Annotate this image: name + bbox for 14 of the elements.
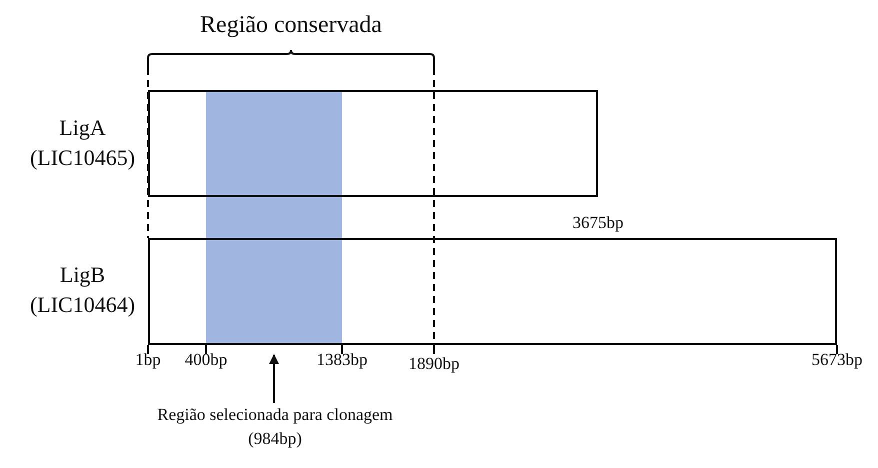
position-label: 3675bp (572, 213, 624, 233)
position-label: 1383bp (316, 350, 368, 370)
region-title: Região conservada (200, 12, 382, 39)
gene-bar (148, 90, 598, 197)
region-caption: Região selecionada para clonagem (984bp) (150, 403, 400, 451)
position-label: 1890bp (408, 354, 460, 374)
position-label: 1bp (135, 350, 161, 370)
gene-name: LigA (LIC10465) (28, 114, 136, 172)
selected-region-bar (206, 90, 342, 345)
gene-bar (148, 238, 837, 345)
arrow (269, 354, 279, 403)
gene-name: LigB (LIC10464) (28, 261, 136, 319)
position-label: 5673bp (812, 350, 862, 370)
position-label: 400bp (184, 350, 228, 370)
